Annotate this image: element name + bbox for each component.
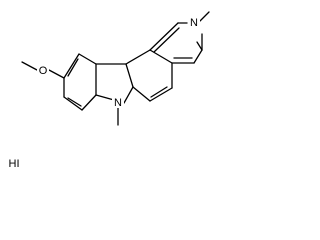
bond-ring-b1	[95, 94, 115, 101]
bond-ring-c2	[149, 49, 173, 64]
atom-pyridine-nitrogen-label: N	[190, 17, 198, 29]
bond-ring-c4-double	[150, 86, 168, 98]
atom-indoline-nitrogen-label: N	[114, 97, 122, 109]
bond-ring-a5	[78, 53, 97, 65]
bond-ring-a2	[63, 96, 83, 111]
bond-ring-c5	[132, 86, 151, 102]
bond-pyridine-n-methyl	[199, 11, 210, 22]
bond-ring-d6	[196, 41, 203, 51]
chemical-structure-diagram: O N N HI	[9, 11, 210, 170]
atom-oxygen-label: O	[39, 65, 48, 77]
bond-ring-a6	[63, 53, 80, 79]
atom-labels: O N N	[37, 16, 200, 109]
bond-ring-c4	[149, 87, 173, 102]
bond-ring-b3	[125, 63, 134, 88]
bond-ring-a6-double	[67, 58, 79, 77]
bond-ring-a2-double	[67, 97, 82, 107]
bond-ring-b4	[123, 86, 134, 104]
bond-lines	[21, 11, 210, 126]
bond-ring-d1	[149, 22, 179, 51]
bond-methyl-o	[21, 61, 38, 71]
salt-label: HI	[9, 158, 20, 170]
bond-ring-d4	[193, 49, 203, 64]
bond-ring-a3	[81, 94, 97, 111]
bond-o-ring	[48, 69, 65, 79]
bond-ring-d1-double	[153, 27, 180, 53]
bond-ring-c1	[125, 49, 151, 65]
